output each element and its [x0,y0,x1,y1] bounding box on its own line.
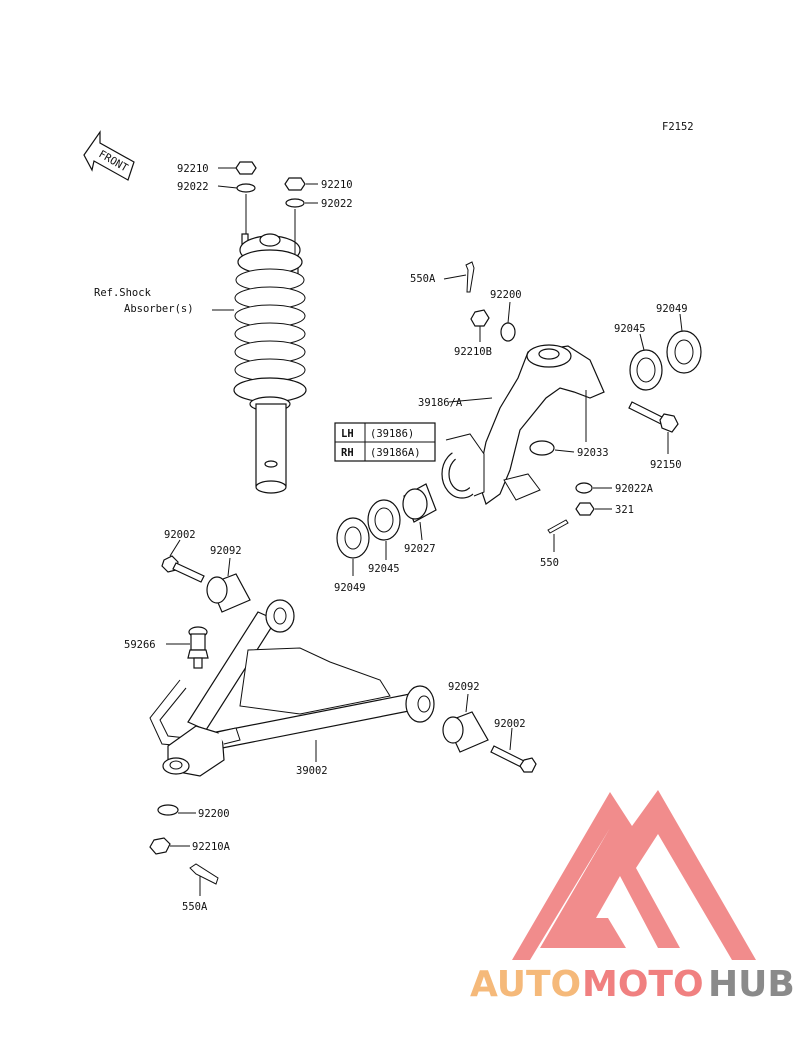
label-321: 321 [615,504,634,516]
label-550a-top: 550A [410,273,436,285]
watermark-moto: MOTO [582,964,704,1005]
label-92027: 92027 [404,543,436,555]
watermark-wordmark: AUTO MOTO HUB [470,964,795,1005]
washer-92200-bottom-shape [157,804,179,816]
label-550a-bottom: 550A [182,901,208,913]
nut-92210-right-shape [284,177,306,191]
label-39002: 39002 [296,765,328,777]
balljoint-59266-shape [187,626,209,669]
washer-92022-right-shape [285,198,305,208]
figure-code: F2152 [662,121,694,133]
pin-550a-bottom-shape [189,863,219,885]
nut-92210-left-shape [235,161,257,175]
label-550: 550 [540,557,559,569]
label-92002-left: 92002 [164,529,196,541]
nut-321-shape [575,502,595,516]
label-92022-left: 92022 [177,181,209,193]
ref-shock-line1: Ref.Shock [94,287,152,299]
knuckle-39186a [441,344,605,505]
table-part-rh: (39186A) [370,447,421,459]
label-92092-left: 92092 [210,545,242,557]
front-arrow-icon: FRONT [83,130,135,181]
nut-92210b-shape [470,309,490,327]
label-59266: 59266 [124,639,156,651]
label-92092-right: 92092 [448,681,480,693]
label-92002-right: 92002 [494,718,526,730]
label-92022-right: 92022 [321,198,353,210]
spacer-92027-shape [402,483,437,523]
pin-550-shape [547,519,569,534]
bolt-92150-shape [628,401,679,433]
nut-92210a-shape [149,837,171,855]
label-92150: 92150 [650,459,682,471]
shock-absorber [233,161,307,494]
label-92210a: 92210A [192,841,231,853]
bolt-92002-left-shape [161,555,205,583]
washer-92022a-shape [575,482,593,494]
bushing-92092-right-shape [442,711,489,753]
table-side-rh: RH [341,447,354,459]
label-92045-right: 92045 [614,323,646,335]
label-92045-left: 92045 [368,563,400,575]
label-92022a: 92022A [615,483,654,495]
label-92210-right: 92210 [321,179,353,191]
side-table: LH (39186) RH (39186A) [334,422,436,462]
table-part-lh: (39186) [370,428,414,440]
arm-39002 [149,599,435,777]
label-92210-left: 92210 [177,163,209,175]
label-92210b: 92210B [454,346,492,358]
label-92033: 92033 [577,447,609,459]
washer-92200-top-shape [500,322,516,342]
label-92200-bottom: 92200 [198,808,230,820]
washer-92022-left-shape [236,183,256,193]
circlip-92033-shape [529,440,555,456]
label-92049-left: 92049 [334,582,366,594]
watermark-hub: HUB [708,964,795,1005]
label-39186a: 39186/A [418,397,463,409]
label-92049-right: 92049 [656,303,688,315]
bushing-92092-left-shape [206,573,251,613]
table-side-lh: LH [341,428,354,440]
watermark-logo-icon [512,790,756,960]
bolt-92002-right-shape [490,745,537,773]
pin-550a-top-shape [465,261,475,293]
watermark-auto: AUTO [470,964,581,1005]
ref-shock-line2: Absorber(s) [124,303,194,315]
label-92200-top: 92200 [490,289,522,301]
